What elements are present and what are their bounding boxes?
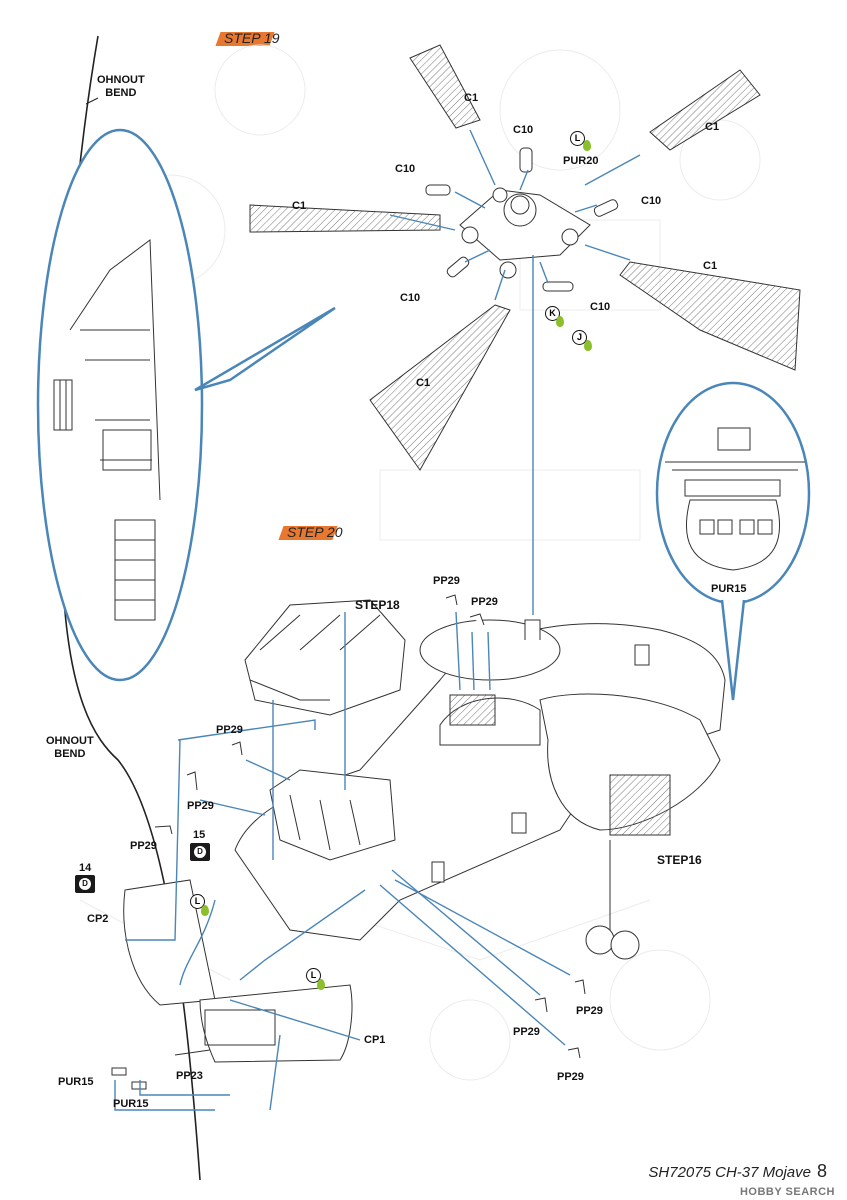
part-pp29-a: PP29 (433, 575, 460, 587)
paint-drop-icon (556, 316, 564, 327)
bend-note-bottom-line1: OHNOUT (46, 735, 94, 747)
bend-note-bottom: OHNOUT BEND (46, 735, 94, 761)
part-c1-top: C1 (464, 92, 479, 104)
part-c10-top: C10 (513, 124, 534, 136)
rotor-head-assembly (249, 44, 801, 471)
rotor-mast-inset (36, 128, 336, 682)
part-pp29-b: PP29 (471, 596, 498, 608)
step19-arrows (389, 129, 641, 615)
step20-tag: STEP 20 (278, 524, 343, 540)
part-cp1: CP1 (364, 1034, 386, 1046)
fuselage-assembly (111, 594, 726, 1090)
cp2-shape (123, 879, 216, 1006)
decal-14-badge: D (75, 875, 95, 893)
decal-15-badge: D (190, 843, 210, 861)
part-c1-right-lower: C1 (703, 260, 718, 272)
bend-pointer-top (85, 97, 99, 105)
paint-drop-icon (584, 340, 592, 351)
paint-drop-icon (317, 979, 325, 990)
blade-right (649, 69, 761, 151)
page-footer: SH72075 CH-37 Mojave 8 (648, 1161, 827, 1182)
bend-note-bottom-line2: BEND (54, 748, 86, 760)
part-c1-bottom: C1 (416, 377, 431, 389)
part-c1-right: C1 (705, 121, 720, 133)
blade-top (409, 44, 481, 129)
paint-code-l-cp2: L (190, 894, 205, 909)
blade-right-lower (619, 261, 801, 371)
part-pur20: PUR20 (563, 155, 599, 167)
rotor-hub (459, 187, 591, 279)
paint-drop-icon (583, 140, 591, 151)
bend-note-top: OHNOUT BEND (97, 74, 145, 100)
watermark: HOBBY SEARCH (740, 1186, 835, 1198)
decal-14-letter: D (79, 878, 91, 890)
step19-tag: STEP 19 (215, 30, 280, 46)
part-c10-right: C10 (641, 195, 662, 207)
part-c10-lower-right: C10 (590, 301, 611, 313)
decal-15-number: 15 (193, 829, 206, 841)
part-pp29-f: PP29 (576, 1005, 603, 1017)
part-c1-left: C1 (292, 200, 307, 212)
part-c10-lower-left: C10 (400, 292, 421, 304)
step20-arrows (114, 611, 571, 1111)
bend-note-top-line2: BEND (105, 87, 137, 99)
part-pp29-g: PP29 (513, 1026, 540, 1038)
part-c10-left: C10 (395, 163, 416, 175)
part-pur15-a: PUR15 (58, 1076, 94, 1088)
watermark-brand: HOBBY SEARCH (739, 1186, 835, 1198)
part-pp29-c: PP29 (216, 724, 243, 736)
bend-note-top-line1: OHNOUT (97, 74, 145, 86)
part-pur15-inset: PUR15 (711, 583, 747, 595)
cp1-shape (199, 984, 353, 1063)
part-cp2: CP2 (87, 913, 109, 925)
blade-left (249, 204, 441, 233)
part-pp23: PP23 (176, 1070, 203, 1082)
decal-15-letter: D (194, 846, 206, 858)
decal-14-number: 14 (79, 862, 92, 874)
part-pur15-b: PUR15 (113, 1098, 149, 1110)
paint-code-j: J (572, 330, 587, 345)
blade-bottom (369, 304, 511, 471)
part-pp29-h: PP29 (557, 1071, 584, 1083)
kit-code: SH72075 CH-37 Mojave (648, 1164, 811, 1181)
paint-code-l-cp1: L (306, 968, 321, 983)
paint-drop-icon (201, 905, 209, 916)
part-pp29-d: PP29 (187, 800, 214, 812)
paint-code-l-top: L (570, 131, 585, 146)
part-pp29-e: PP29 (130, 840, 157, 852)
step16-ref: STEP16 (657, 853, 702, 867)
nose-inset (655, 381, 811, 701)
page-number: 8 (816, 1161, 827, 1181)
step18-ref: STEP18 (355, 598, 400, 612)
